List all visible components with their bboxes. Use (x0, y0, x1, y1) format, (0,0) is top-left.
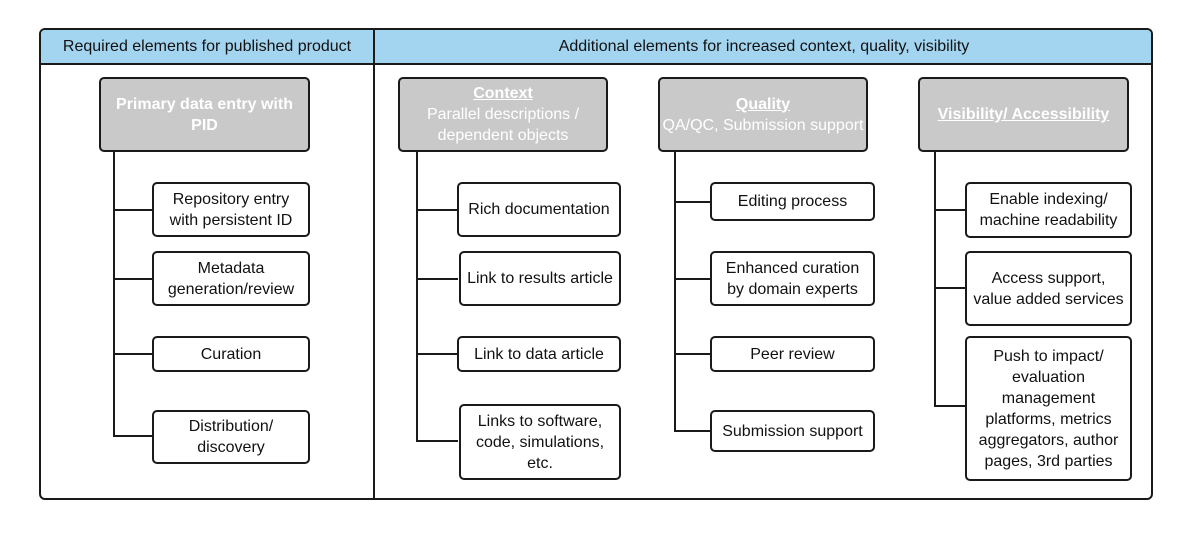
context-head-box: Context Parallel descriptions / dependen… (398, 77, 608, 152)
connector-line (674, 430, 711, 432)
context-item-software-links: Links to software, code, simulations, et… (459, 404, 621, 480)
connector-line (674, 278, 711, 280)
visibility-item-impact-platforms: Push to impact/ evaluation management pl… (965, 336, 1132, 481)
connector-line (674, 353, 711, 355)
context-head-subtitle: Parallel descriptions / dependent object… (426, 106, 580, 144)
connector-line (934, 405, 966, 407)
connector-line (113, 435, 153, 437)
quality-head-title: Quality (735, 95, 791, 113)
additional-column-title: Additional elements for increased contex… (558, 38, 970, 55)
required-item-curation: Curation (152, 336, 310, 372)
quality-head-box: Quality QA/QC, Submission support (658, 77, 868, 152)
visibility-item-access-support: Access support, value added services (965, 251, 1132, 326)
connector-line (113, 353, 153, 355)
quality-head-subtitle: QA/QC, Submission support (662, 116, 864, 134)
required-item-metadata: Metadata generation/review (152, 251, 310, 306)
visibility-head-title: Visibility/ Accessibility (937, 106, 1110, 123)
quality-item-enhanced-curation: Enhanced curation by domain experts (710, 251, 875, 306)
connector-line (416, 353, 458, 355)
quality-trunk-line (674, 151, 676, 432)
visibility-item-indexing: Enable indexing/ machine readability (965, 182, 1132, 238)
header-band (41, 30, 1151, 65)
connector-line (416, 440, 458, 442)
quality-item-peer-review: Peer review (710, 336, 875, 372)
diagram-frame: Required elements for published product … (39, 28, 1153, 500)
context-item-data-article: Link to data article (457, 336, 621, 372)
context-item-results-article: Link to results article (459, 251, 621, 306)
required-column-title: Required elements for published product (62, 38, 352, 55)
context-item-rich-documentation: Rich documentation (457, 182, 621, 237)
required-head-box: Primary data entry with PID (99, 77, 310, 152)
required-head-label: Primary data entry with PID (116, 95, 293, 134)
connector-line (416, 278, 458, 280)
connector-line (416, 209, 458, 211)
context-head-title: Context (473, 85, 533, 102)
connector-line (113, 278, 153, 280)
quality-item-editing-process: Editing process (710, 182, 875, 221)
visibility-head-box: Visibility/ Accessibility (918, 77, 1129, 152)
connector-line (934, 287, 966, 289)
required-item-repository-entry: Repository entry with persistent ID (152, 182, 310, 237)
connector-line (674, 201, 711, 203)
context-trunk-line (416, 151, 418, 442)
column-divider (373, 30, 375, 498)
required-item-distribution: Distribution/ discovery (152, 410, 310, 464)
connector-line (934, 209, 966, 211)
quality-item-submission-support: Submission support (710, 410, 875, 452)
connector-line (113, 209, 153, 211)
required-trunk-line (113, 151, 115, 436)
visibility-trunk-line (934, 151, 936, 407)
